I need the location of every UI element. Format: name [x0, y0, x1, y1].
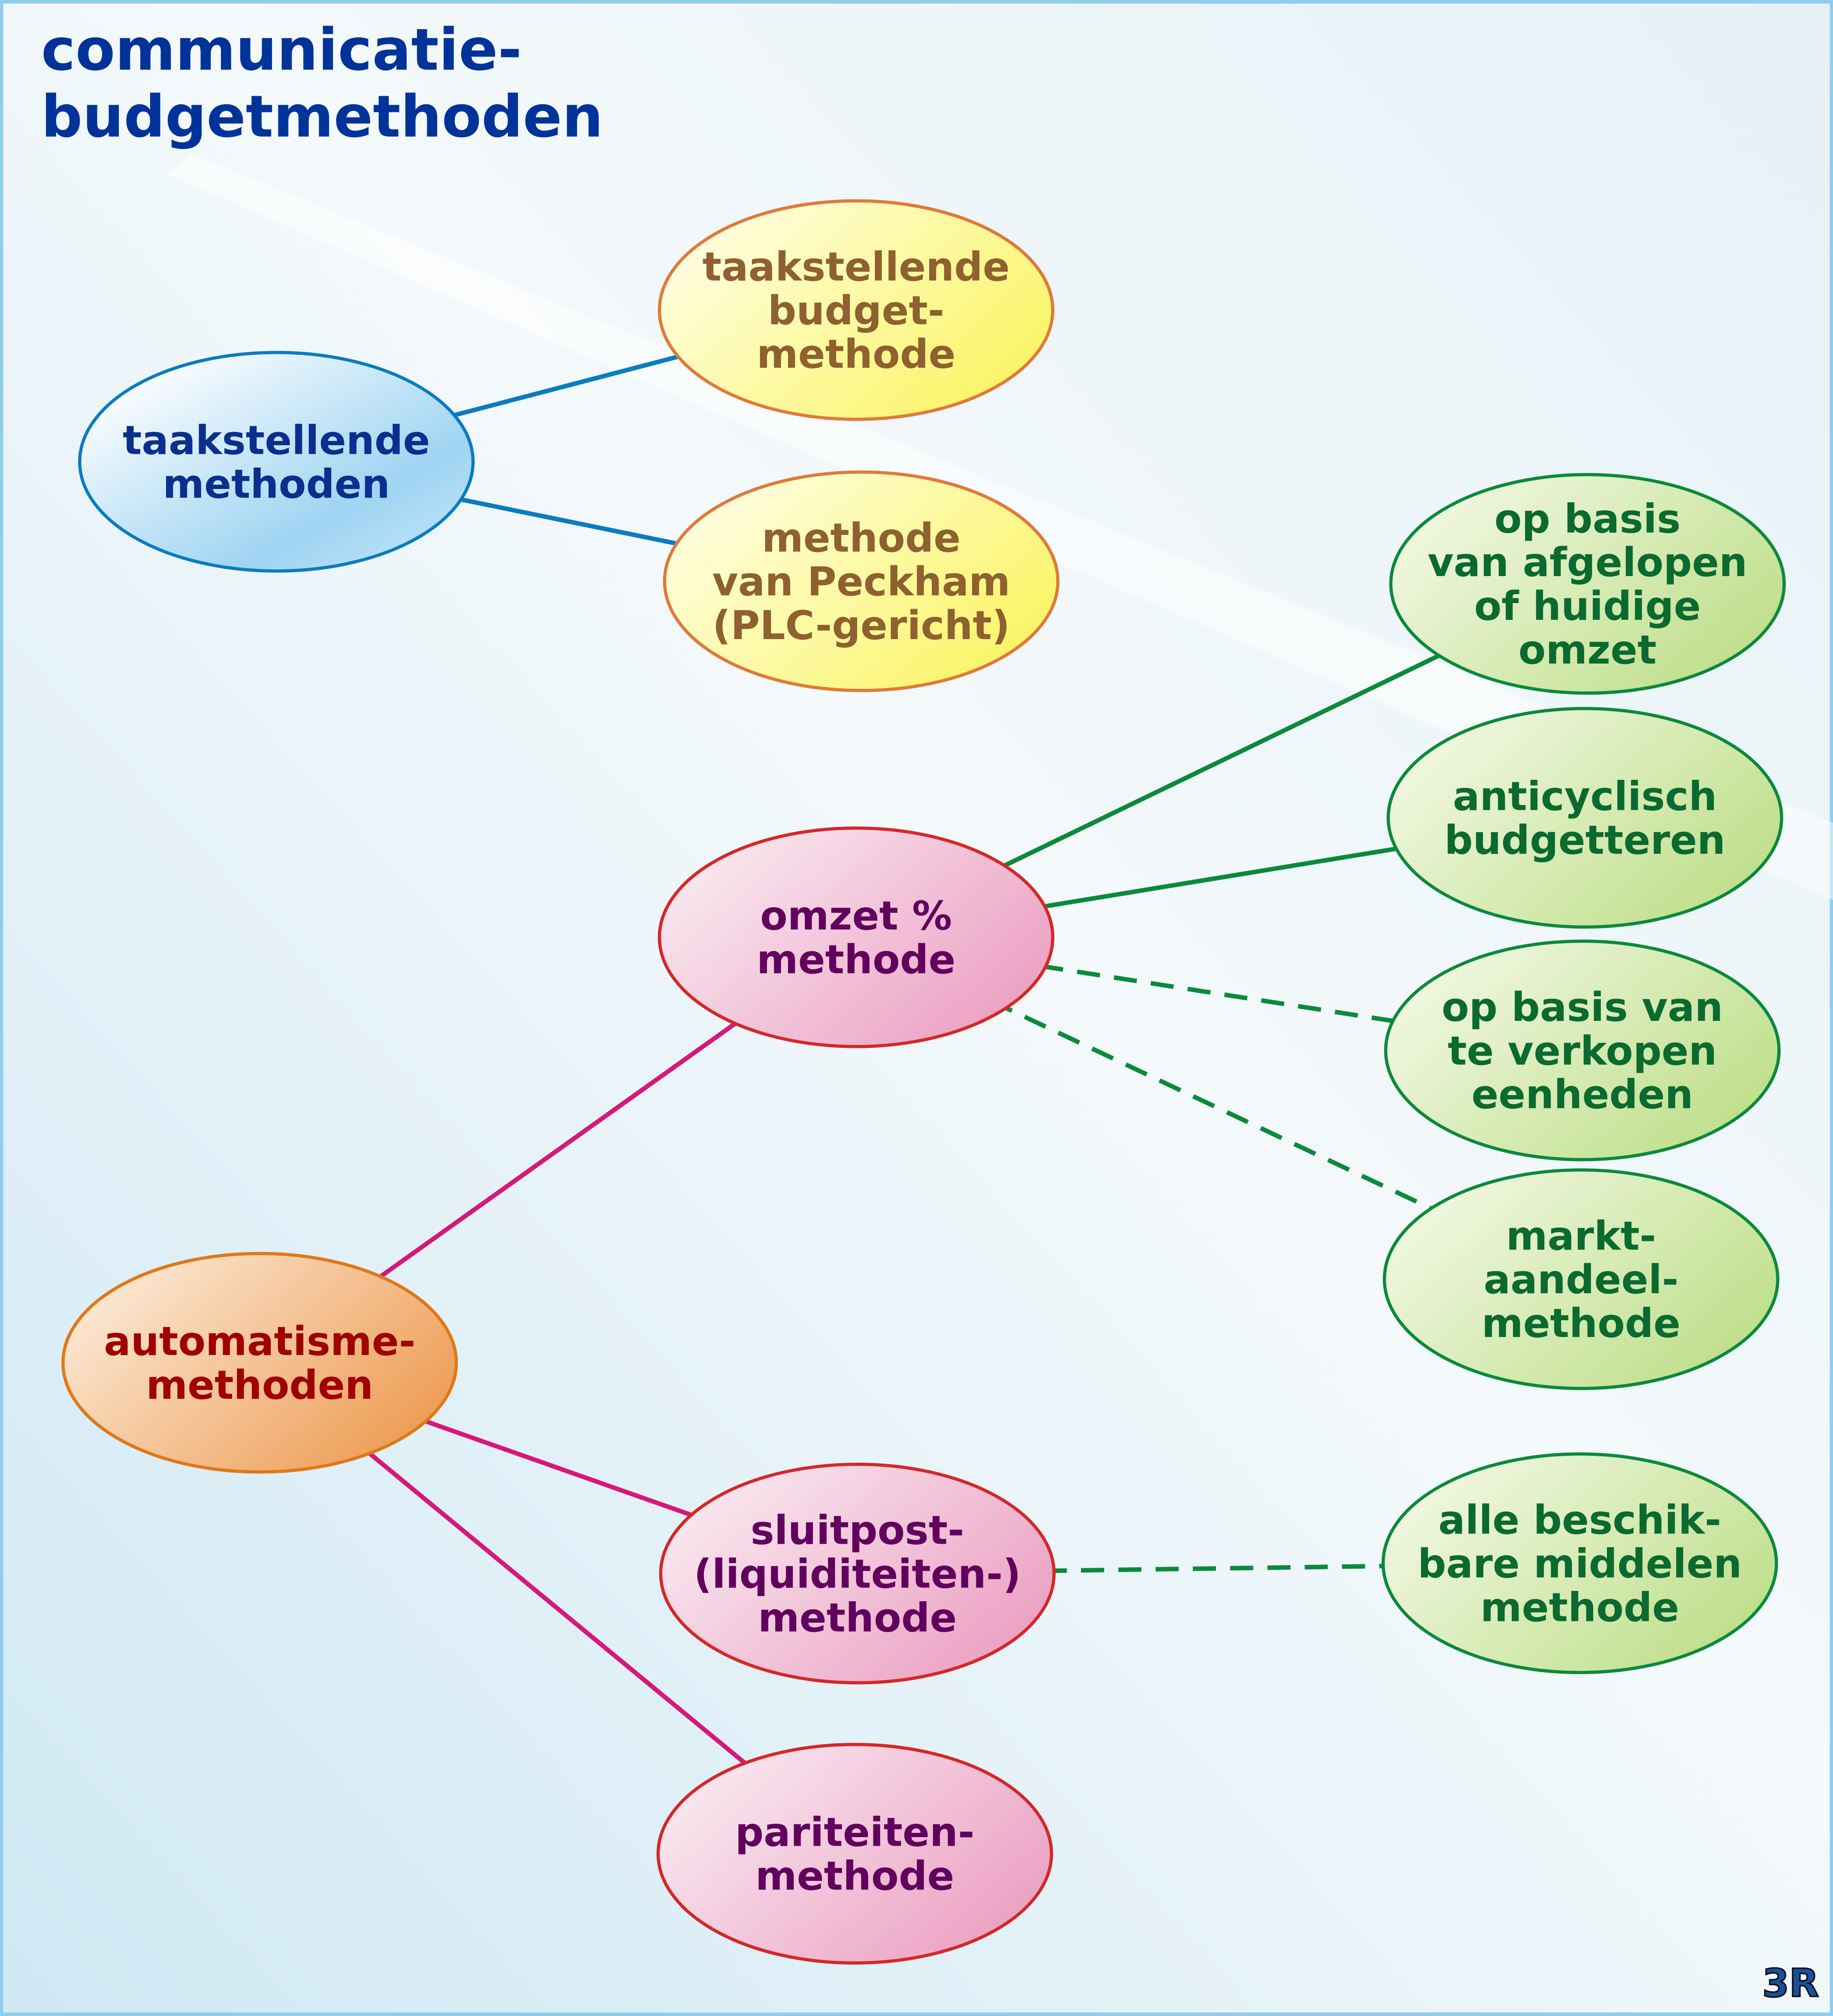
node-label-line: methode — [757, 936, 956, 983]
node-label-line: automatisme- — [104, 1318, 415, 1364]
node-label-line: methode — [758, 1594, 957, 1641]
node-ellipse — [656, 1743, 1053, 1965]
node-ellipse — [1381, 1452, 1778, 1674]
node-label-line: anticyclisch — [1453, 773, 1717, 820]
node-markt: markt-aandeel-methode — [1383, 1168, 1779, 1390]
node-label-line: methode — [1482, 1300, 1681, 1346]
node-ellipse — [1386, 707, 1783, 929]
node-label-line: te verkopen — [1448, 1028, 1717, 1074]
node-ellipse — [659, 1463, 1056, 1684]
node-label-line: sluitpost- — [751, 1507, 964, 1554]
node-ellipse — [658, 199, 1054, 421]
node-label-line: eenheden — [1471, 1071, 1693, 1118]
node-ellipse — [1384, 939, 1781, 1162]
page-title: communicatie- budgetmethoden — [41, 16, 603, 151]
node-label-line: methode — [762, 515, 961, 561]
node-ellipse — [61, 1252, 458, 1474]
node-ellipse — [1389, 473, 1786, 695]
node-ellipse — [78, 351, 475, 573]
node-label-line: aandeel- — [1484, 1256, 1679, 1303]
node-label-line: op basis — [1495, 495, 1681, 542]
node-label-line: omzet % — [760, 893, 952, 939]
node-label-line: op basis van — [1442, 984, 1723, 1030]
nodes: taakstellendemethodentaakstellendebudget… — [61, 199, 1786, 1965]
node-omzet: omzet %methode — [658, 826, 1054, 1048]
node-label-line: methode — [757, 331, 956, 377]
node-label-line: methoden — [146, 1362, 373, 1408]
node-ellipse — [658, 826, 1054, 1048]
node-label-line: (PLC-gericht) — [713, 602, 1010, 649]
node-label-line: van afgelopen — [1428, 539, 1747, 585]
logo-3r: 3R — [1762, 1961, 1819, 2006]
node-label-line: budget- — [768, 287, 945, 334]
node-pari: pariteiten-methode — [656, 1743, 1053, 1965]
node-label-line: bare middelen — [1418, 1540, 1742, 1587]
node-label-line: of huidige — [1474, 583, 1700, 629]
node-label-line: taakstellende — [702, 244, 1009, 290]
node-label-line: methode — [755, 1853, 954, 1899]
node-label-line: taakstellende — [123, 417, 430, 464]
node-ellipse — [1383, 1168, 1779, 1390]
node-auto: automatisme-methoden — [61, 1252, 458, 1474]
node-ellipse — [663, 470, 1060, 692]
node-label-line: methoden — [163, 461, 390, 507]
node-label-line: van Peckham — [712, 558, 1010, 605]
node-label-line: omzet — [1519, 627, 1657, 673]
node-label-line: budgetteren — [1444, 817, 1725, 863]
node-label-line: methode — [1480, 1584, 1679, 1630]
page-title-line: budgetmethoden — [41, 83, 603, 150]
page-title-line: communicatie- — [41, 16, 522, 84]
node-sluit: sluitpost-(liquiditeiten-)methode — [659, 1463, 1056, 1684]
node-label-line: pariteiten- — [735, 1809, 975, 1856]
node-label-line: markt- — [1506, 1213, 1656, 1259]
node-label-line: (liquiditeiten-) — [694, 1551, 1021, 1597]
node-label-line: alle beschik- — [1438, 1497, 1721, 1543]
